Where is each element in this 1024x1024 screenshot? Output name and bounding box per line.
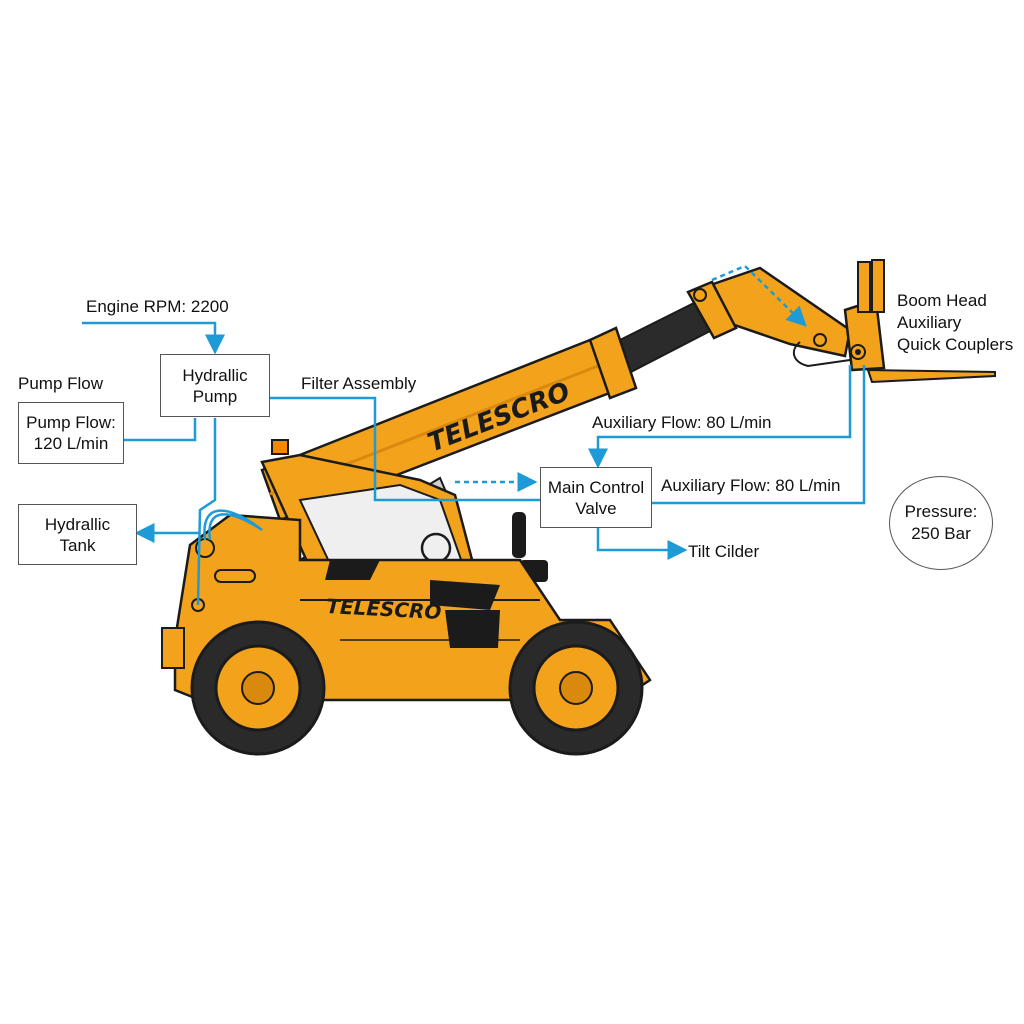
- pressure-line2: 250 Bar: [911, 524, 971, 543]
- main-control-valve-box: Main Control Valve: [540, 467, 652, 528]
- line-tilt: [596, 528, 688, 560]
- hydraulic-pump-line1: Hydrallic: [182, 365, 248, 385]
- pressure-line1: Pressure:: [904, 502, 978, 521]
- boom-head-line3: Quick Couplers: [897, 335, 1014, 354]
- line-filter: [270, 396, 540, 502]
- auxiliary-flow-right-label: Auxiliary Flow: 80 L/min: [661, 476, 841, 495]
- engine-rpm-label: Engine RPM: 2200: [86, 297, 229, 316]
- line-aux-right: [652, 365, 866, 505]
- line-pump-flow: [124, 418, 197, 442]
- boom-collar: [588, 326, 638, 400]
- hydraulic-tank-box: Hydrallic Tank: [18, 504, 137, 565]
- pump-flow-line2: 120 L/min: [33, 434, 109, 453]
- hydraulic-tank-line1: Hydrallic: [44, 514, 111, 534]
- pump-flow-box: Pump Flow: 120 L/min: [18, 402, 124, 464]
- tilt-cylinder-label: Tilt Cilder: [688, 542, 760, 561]
- fork-tine: [866, 368, 996, 384]
- auxiliary-flow-top-label: Auxiliary Flow: 80 L/min: [592, 413, 772, 432]
- hydraulic-lines: [82, 264, 866, 606]
- rear-wheel: [190, 620, 326, 756]
- side-mirror: [512, 512, 526, 558]
- line-engine-rpm: [82, 321, 225, 355]
- pump-flow-line1: Pump Flow:: [26, 413, 116, 432]
- pressure-gauge-callout: Pressure: 250 Bar: [889, 476, 993, 570]
- hydraulic-pump-line2: Pump: [192, 386, 238, 406]
- pump-flow-title: Pump Flow: [18, 374, 104, 393]
- line-aux-top: [588, 365, 852, 469]
- boom-head-line2: Auxiliary: [897, 313, 962, 332]
- line-dashed-boom: [711, 264, 807, 327]
- main-control-valve-line1: Main Control: [547, 477, 645, 497]
- filter-assembly-label: Filter Assembly: [301, 374, 417, 393]
- hydraulic-tank-line2: Tank: [59, 535, 96, 555]
- main-control-valve-line2: Valve: [575, 498, 617, 518]
- boom-head-line1: Boom Head: [897, 291, 987, 310]
- hydraulic-pump-box: Hydrallic Pump: [160, 354, 270, 417]
- line-pump-down: [196, 418, 217, 606]
- front-wheel: [508, 620, 644, 756]
- boom-head-label: Boom Head Auxiliary Quick Couplers: [897, 290, 1013, 356]
- beacon-light: [271, 439, 289, 455]
